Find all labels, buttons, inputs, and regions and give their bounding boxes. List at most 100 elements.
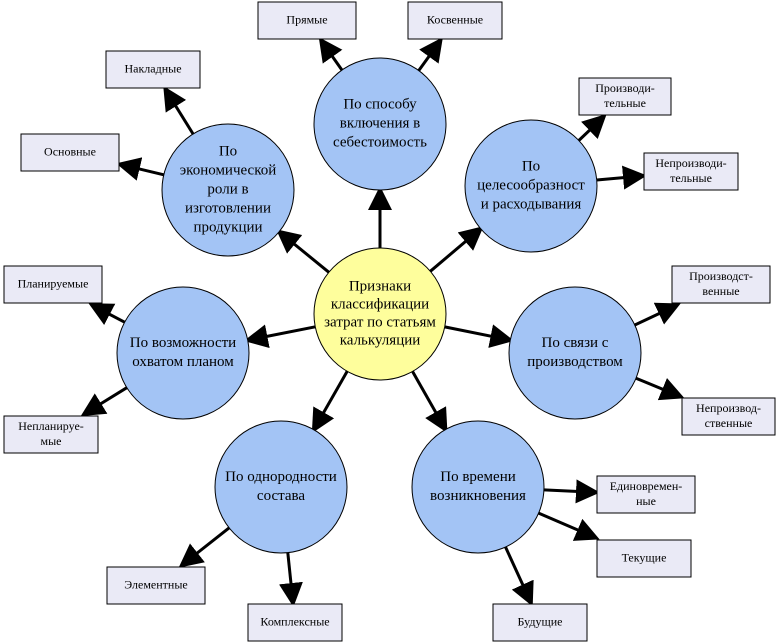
item-box-frame — [578, 77, 672, 116]
category-node-time: По времени возникновения — [411, 420, 545, 554]
item-box-planning-1: Непланируе-мые — [3, 415, 99, 454]
item-label-line: тельные — [604, 96, 646, 110]
arrow-purpose-to-item-0 — [577, 113, 607, 142]
item-box-frame — [596, 475, 696, 514]
center-circle — [313, 247, 447, 381]
category-label-line: роли в — [207, 181, 248, 197]
arrow-center-to-production — [444, 324, 515, 348]
item-box-frame — [3, 265, 103, 304]
category-label-line: По времени — [440, 469, 516, 485]
arrow-production-to-item-0 — [634, 302, 681, 327]
arrow-time-to-item-2 — [504, 546, 534, 607]
item-box-frame — [492, 603, 588, 642]
item-box-frame — [681, 397, 776, 436]
category-label-line: По связи с — [542, 335, 609, 351]
item-label-line: Планируемые — [18, 276, 89, 290]
center-label-line: затрат по статьям — [324, 314, 436, 330]
item-box-inclusion-1: Косвенные — [407, 1, 503, 40]
category-label-line: изготовлении — [185, 200, 271, 216]
arrow-center-to-purpose — [429, 226, 484, 273]
item-box-inclusion-0: Прямые — [257, 1, 357, 40]
arrow-planning-to-item-0 — [88, 303, 126, 325]
category-node-composition: По однородности состава — [214, 420, 348, 554]
item-label-line: Косвенные — [427, 12, 483, 26]
arrow-inclusion-to-item-1 — [417, 37, 443, 72]
item-box-frame — [643, 152, 739, 191]
arrow-economic-to-item-1 — [163, 85, 195, 135]
center-label-line: классификации — [331, 296, 429, 312]
item-label-line: Текущие — [622, 550, 667, 564]
item-label-line: Единовремен- — [610, 479, 683, 493]
category-circle — [508, 286, 642, 420]
category-label-line: По однородности — [225, 469, 337, 485]
item-label-line: ственные — [705, 416, 753, 430]
item-box-time-2: Будущие — [492, 603, 588, 642]
item-box-frame — [257, 1, 357, 40]
item-label-line: Непроизводи- — [655, 156, 726, 170]
item-box-purpose-1: Непроизводи-тельные — [643, 152, 739, 191]
item-label-line: Комплексные — [260, 614, 329, 628]
arrow-composition-to-item-0 — [178, 526, 231, 568]
item-box-frame — [106, 566, 206, 605]
category-label-line: По возможности — [130, 335, 236, 351]
item-label-line: ные — [636, 494, 656, 508]
category-node-planning: По возможности охватом планом — [116, 286, 250, 420]
arrow-center-to-composition — [311, 370, 349, 434]
category-label-line: возникновения — [430, 488, 526, 504]
category-label-line: состава — [257, 488, 305, 504]
category-label-line: По — [522, 158, 540, 174]
arrow-center-to-time — [411, 370, 448, 434]
category-label-line: По — [219, 143, 237, 159]
category-label-line: продукции — [193, 219, 262, 235]
arrow-inclusion-to-item-0 — [318, 37, 344, 71]
item-box-frame — [3, 415, 99, 454]
item-label-line: Будущие — [518, 614, 563, 628]
item-label-line: Элементные — [124, 577, 187, 591]
category-circle — [313, 57, 447, 191]
item-box-planning-0: Планируемые — [3, 265, 103, 304]
category-circle — [214, 420, 348, 554]
category-node-inclusion: По способу включения в себестоимость — [313, 57, 447, 191]
category-label-line: По способу — [343, 96, 417, 112]
category-circle — [411, 420, 545, 554]
item-box-composition-0: Элементные — [106, 566, 206, 605]
item-box-purpose-0: Производи-тельные — [578, 77, 672, 116]
item-label-line: тельные — [670, 171, 712, 185]
item-label-line: Накладные — [124, 61, 181, 75]
arrow-production-to-item-1 — [635, 376, 685, 401]
arrow-planning-to-item-1 — [80, 386, 128, 417]
item-label-line: Прямые — [286, 12, 327, 26]
category-label-line: себестоимость — [333, 134, 427, 150]
item-label-line: Производи- — [595, 81, 655, 95]
center-label-line: калькуляции — [340, 332, 421, 348]
category-label-line: включения в — [340, 115, 420, 131]
category-label-line: целесообразност — [477, 177, 585, 193]
item-label-line: Непроизвод- — [696, 401, 761, 415]
category-node-production: По связи с производством — [508, 286, 642, 420]
category-circle — [116, 286, 250, 420]
item-label-line: мые — [41, 434, 62, 448]
arrow-time-to-item-0 — [543, 479, 600, 504]
item-box-frame — [247, 603, 343, 642]
category-label-line: охватом планом — [132, 354, 234, 370]
item-box-economic-0: Основные — [20, 133, 120, 172]
item-box-frame — [671, 265, 771, 304]
item-box-frame — [105, 50, 201, 89]
item-label-line: Основные — [44, 144, 96, 158]
category-node-purpose: По целесообразност и расходывания — [464, 119, 598, 253]
item-box-frame — [596, 539, 692, 578]
item-box-production-0: Производст-венные — [671, 265, 771, 304]
arrow-composition-to-item-1 — [279, 552, 303, 607]
item-label-line: Непланируе- — [18, 419, 84, 433]
item-box-frame — [407, 1, 503, 40]
item-box-production-1: Непроизвод-ственные — [681, 397, 776, 436]
arrow-center-to-planning — [243, 324, 316, 349]
item-box-time-0: Единовремен-ные — [596, 475, 696, 514]
category-label-line: производством — [527, 354, 623, 370]
category-label-line: и расходывания — [481, 196, 582, 212]
item-box-composition-1: Комплексные — [247, 603, 343, 642]
arrow-time-to-item-1 — [538, 511, 600, 541]
